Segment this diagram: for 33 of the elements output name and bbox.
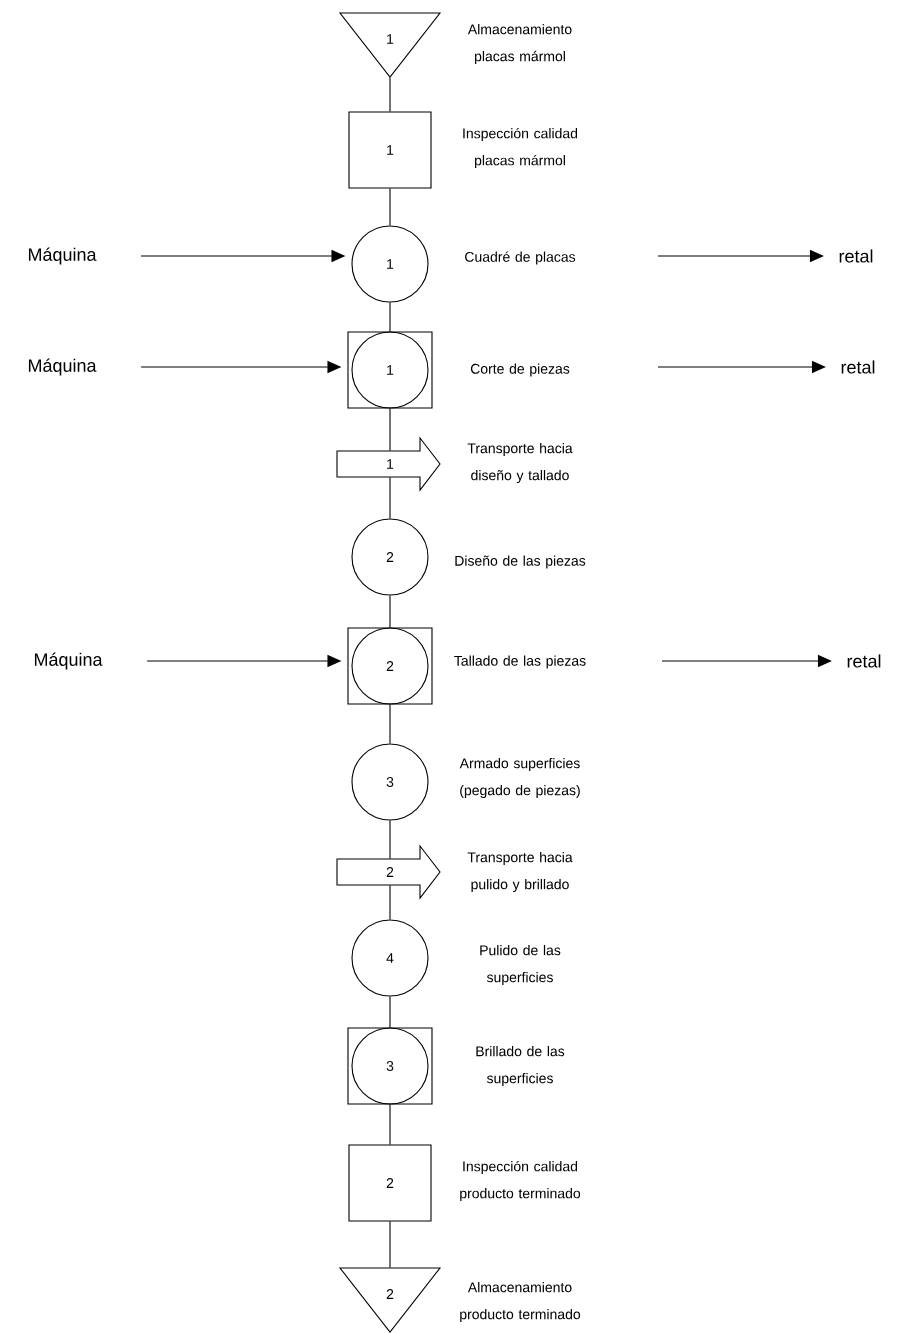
inspection-square: 2 [348,1144,432,1222]
side-label: retal [847,654,881,668]
connector-line [389,188,391,226]
connector-line [389,408,391,451]
step-label: Almacenamiento producto terminado [460,1282,581,1323]
step-label: Brillado de las superficies [476,1046,565,1087]
step-label: Tallado de las piezas [454,655,586,669]
step-label: Inspección calidad placas mármol [463,127,578,169]
side-label: Máquina [28,247,97,265]
side-label: Máquina [34,652,103,670]
step-label: Diseño de las piezas [455,555,586,569]
connector-line [389,477,391,519]
step-label: Inspección calidad producto terminado [460,1160,581,1202]
connector-line [389,77,391,112]
step-label: Armado superficies (pegado de piezas) [459,758,580,799]
inspection-square: 1 [348,111,432,189]
step-label: Pulido de las superficies [480,945,561,986]
connector-line [389,820,391,859]
step-label: Almacenamiento placas mármol [467,24,572,65]
step-label: Transporte hacia diseño y tallado [467,443,573,484]
side-label: retal [839,249,873,263]
connector-line [389,302,391,332]
side-label: Máquina [28,358,97,376]
step-label: Cuadré de placas [465,251,576,265]
connector-line [389,704,391,744]
connector-line [389,885,391,920]
connector-line [389,1221,391,1268]
step-label: Corte de piezas [470,363,570,377]
connector-line [389,996,391,1028]
connector-line [389,595,391,628]
side-label: retal [841,360,875,374]
step-label: Transporte hacia pulido y brillado [467,852,573,893]
connector-line [389,1104,391,1145]
